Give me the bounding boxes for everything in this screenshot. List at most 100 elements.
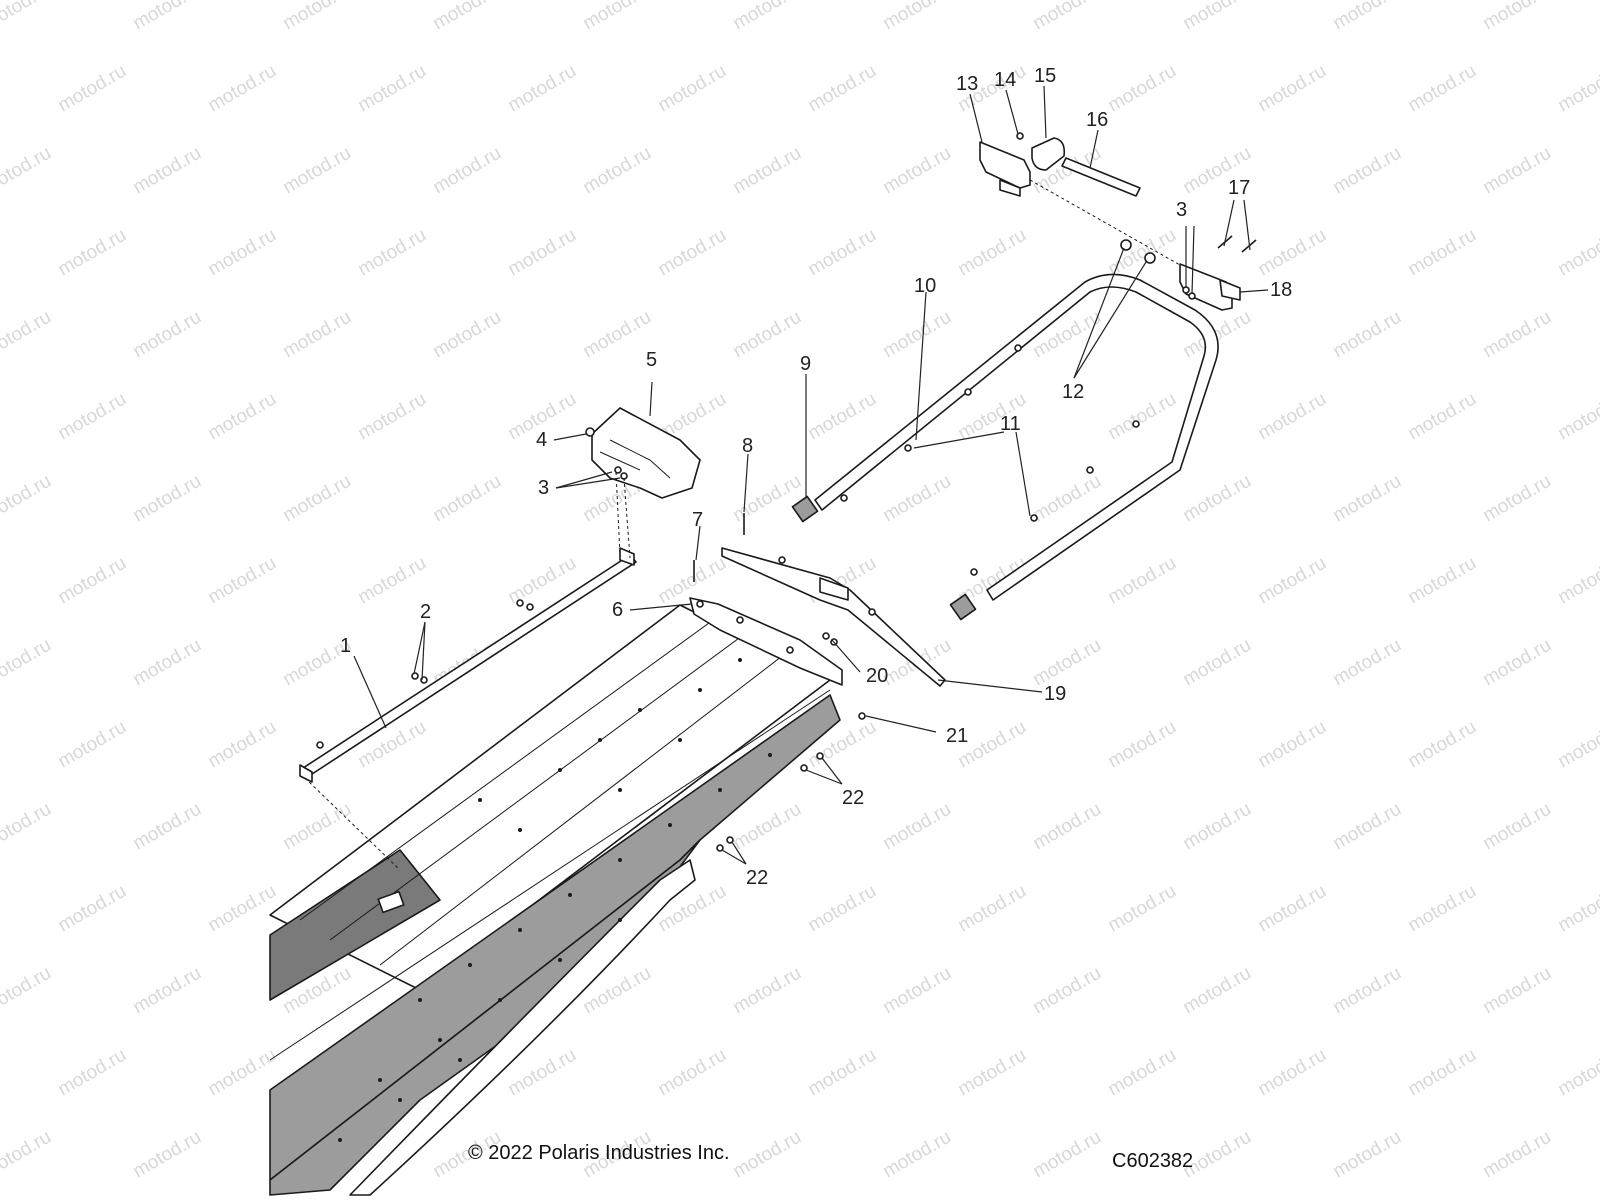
tunnel-assembly <box>269 604 841 1196</box>
watermark-text: motod.ru <box>204 717 279 773</box>
watermark-text: motod.ru <box>1554 881 1600 937</box>
watermark-text: motod.ru <box>429 0 504 34</box>
watermark-text: motod.ru <box>1479 963 1554 1019</box>
watermark-text: motod.ru <box>504 61 579 117</box>
callout-6: 6 <box>612 599 623 621</box>
watermark-text: motod.ru <box>1254 61 1329 117</box>
part-22-fastener-a <box>816 752 824 760</box>
callout-16: 16 <box>1086 109 1108 131</box>
watermark-text: motod.ru <box>129 143 204 199</box>
watermark-text: motod.ru <box>804 61 879 117</box>
watermark-text: motod.ru <box>1404 61 1479 117</box>
watermark-text: motod.ru <box>1329 307 1404 363</box>
diagram-code: C602382 <box>1112 1150 1194 1172</box>
watermark-text: motod.ru <box>0 635 55 691</box>
watermark-text: motod.ru <box>1254 717 1329 773</box>
copyright-notice: © 2022 Polaris Industries Inc. <box>468 1142 730 1164</box>
watermark-text: motod.ru <box>129 635 204 691</box>
watermark-text: motod.ru <box>204 61 279 117</box>
watermark-text: motod.ru <box>879 799 954 855</box>
watermark-text: motod.ru <box>1104 389 1179 445</box>
callout-5: 5 <box>646 349 657 371</box>
part-18-barrel <box>1219 279 1241 301</box>
watermark-text: motod.ru <box>1554 389 1600 445</box>
watermark-text: motod.ru <box>0 1127 55 1183</box>
watermark-text: motod.ru <box>1104 1045 1179 1101</box>
watermark-text: motod.ru <box>0 0 55 34</box>
watermark-text: motod.ru <box>54 225 129 281</box>
callout-10: 10 <box>914 275 936 297</box>
watermark-text: motod.ru <box>1029 635 1104 691</box>
callout-7: 7 <box>692 509 703 531</box>
watermark-text: motod.ru <box>1179 799 1254 855</box>
watermark-text: motod.ru <box>729 143 804 199</box>
part-2-screws <box>316 599 534 749</box>
watermark-text: motod.ru <box>954 225 1029 281</box>
watermark-text: motod.ru <box>729 307 804 363</box>
watermark-text: motod.ru <box>429 307 504 363</box>
watermark-text: motod.ru <box>204 225 279 281</box>
watermark-text: motod.ru <box>879 1127 954 1183</box>
watermark-text: motod.ru <box>579 307 654 363</box>
watermark-text: motod.ru <box>0 307 55 363</box>
watermark-text: motod.ru <box>1329 471 1404 527</box>
part-10-handle <box>814 273 1219 601</box>
watermark-text: motod.ru <box>0 471 55 527</box>
watermark-text: motod.ru <box>354 61 429 117</box>
watermark-text: motod.ru <box>1029 1127 1104 1183</box>
callout-3: 3 <box>538 477 549 499</box>
watermark-text: motod.ru <box>1254 389 1329 445</box>
watermark-text: motod.ru <box>1029 307 1104 363</box>
part-9-end-cap-2 <box>949 593 977 621</box>
watermark-text: motod.ru <box>1104 881 1179 937</box>
callout-2: 2 <box>420 601 431 623</box>
watermark-text: motod.ru <box>1404 881 1479 937</box>
watermark-text: motod.ru <box>129 471 204 527</box>
watermark-text: motod.ru <box>204 389 279 445</box>
part-15-bushing <box>1031 137 1066 171</box>
watermark-text: motod.ru <box>654 1045 729 1101</box>
part-16-pin <box>1061 157 1141 197</box>
watermark-text: motod.ru <box>429 471 504 527</box>
watermark-text: motod.ru <box>1404 717 1479 773</box>
watermark-text: motod.ru <box>54 553 129 609</box>
part-12-cap-b <box>1144 252 1156 264</box>
deck-plate <box>377 890 405 914</box>
watermark-text: motod.ru <box>1329 635 1404 691</box>
watermark-text: motod.ru <box>54 61 129 117</box>
watermark-text: motod.ru <box>954 1045 1029 1101</box>
watermark-text: motod.ru <box>1254 553 1329 609</box>
watermark-text: motod.ru <box>1479 471 1554 527</box>
leader-lines <box>353 85 1269 865</box>
part-20-fastener <box>822 632 830 640</box>
part-13-bracket <box>979 141 1031 189</box>
watermark-text: motod.ru <box>0 963 55 1019</box>
watermark-text: motod.ru <box>1179 471 1254 527</box>
watermark-text: motod.ru <box>804 881 879 937</box>
watermark-text: motod.ru <box>879 307 954 363</box>
callout-11: 11 <box>1000 413 1021 435</box>
watermark-text: motod.ru <box>354 553 429 609</box>
callout-4: 4 <box>536 429 547 451</box>
part-9-end-cap <box>791 495 819 523</box>
watermark-text: motod.ru <box>879 963 954 1019</box>
callout-8: 8 <box>742 435 753 457</box>
callout-21: 21 <box>946 725 968 747</box>
part-13-foot <box>999 179 1021 197</box>
callout-1: 1 <box>340 635 351 657</box>
watermark-text: motod.ru <box>1104 717 1179 773</box>
part-22-fastener-b <box>726 836 734 844</box>
watermark-text: motod.ru <box>279 471 354 527</box>
watermark-text: motod.ru <box>1029 799 1104 855</box>
watermark-text: motod.ru <box>129 0 204 34</box>
watermark-text: motod.ru <box>1179 0 1254 34</box>
watermark-text: motod.ru <box>504 225 579 281</box>
part-5-housing <box>591 407 701 499</box>
watermark-text: motod.ru <box>1029 0 1104 34</box>
watermark-text: motod.ru <box>279 307 354 363</box>
watermark-text: motod.ru <box>729 0 804 34</box>
watermark-text: motod.ru <box>1254 1045 1329 1101</box>
slide-rail <box>349 859 696 1196</box>
watermark-text: motod.ru <box>1329 1127 1404 1183</box>
